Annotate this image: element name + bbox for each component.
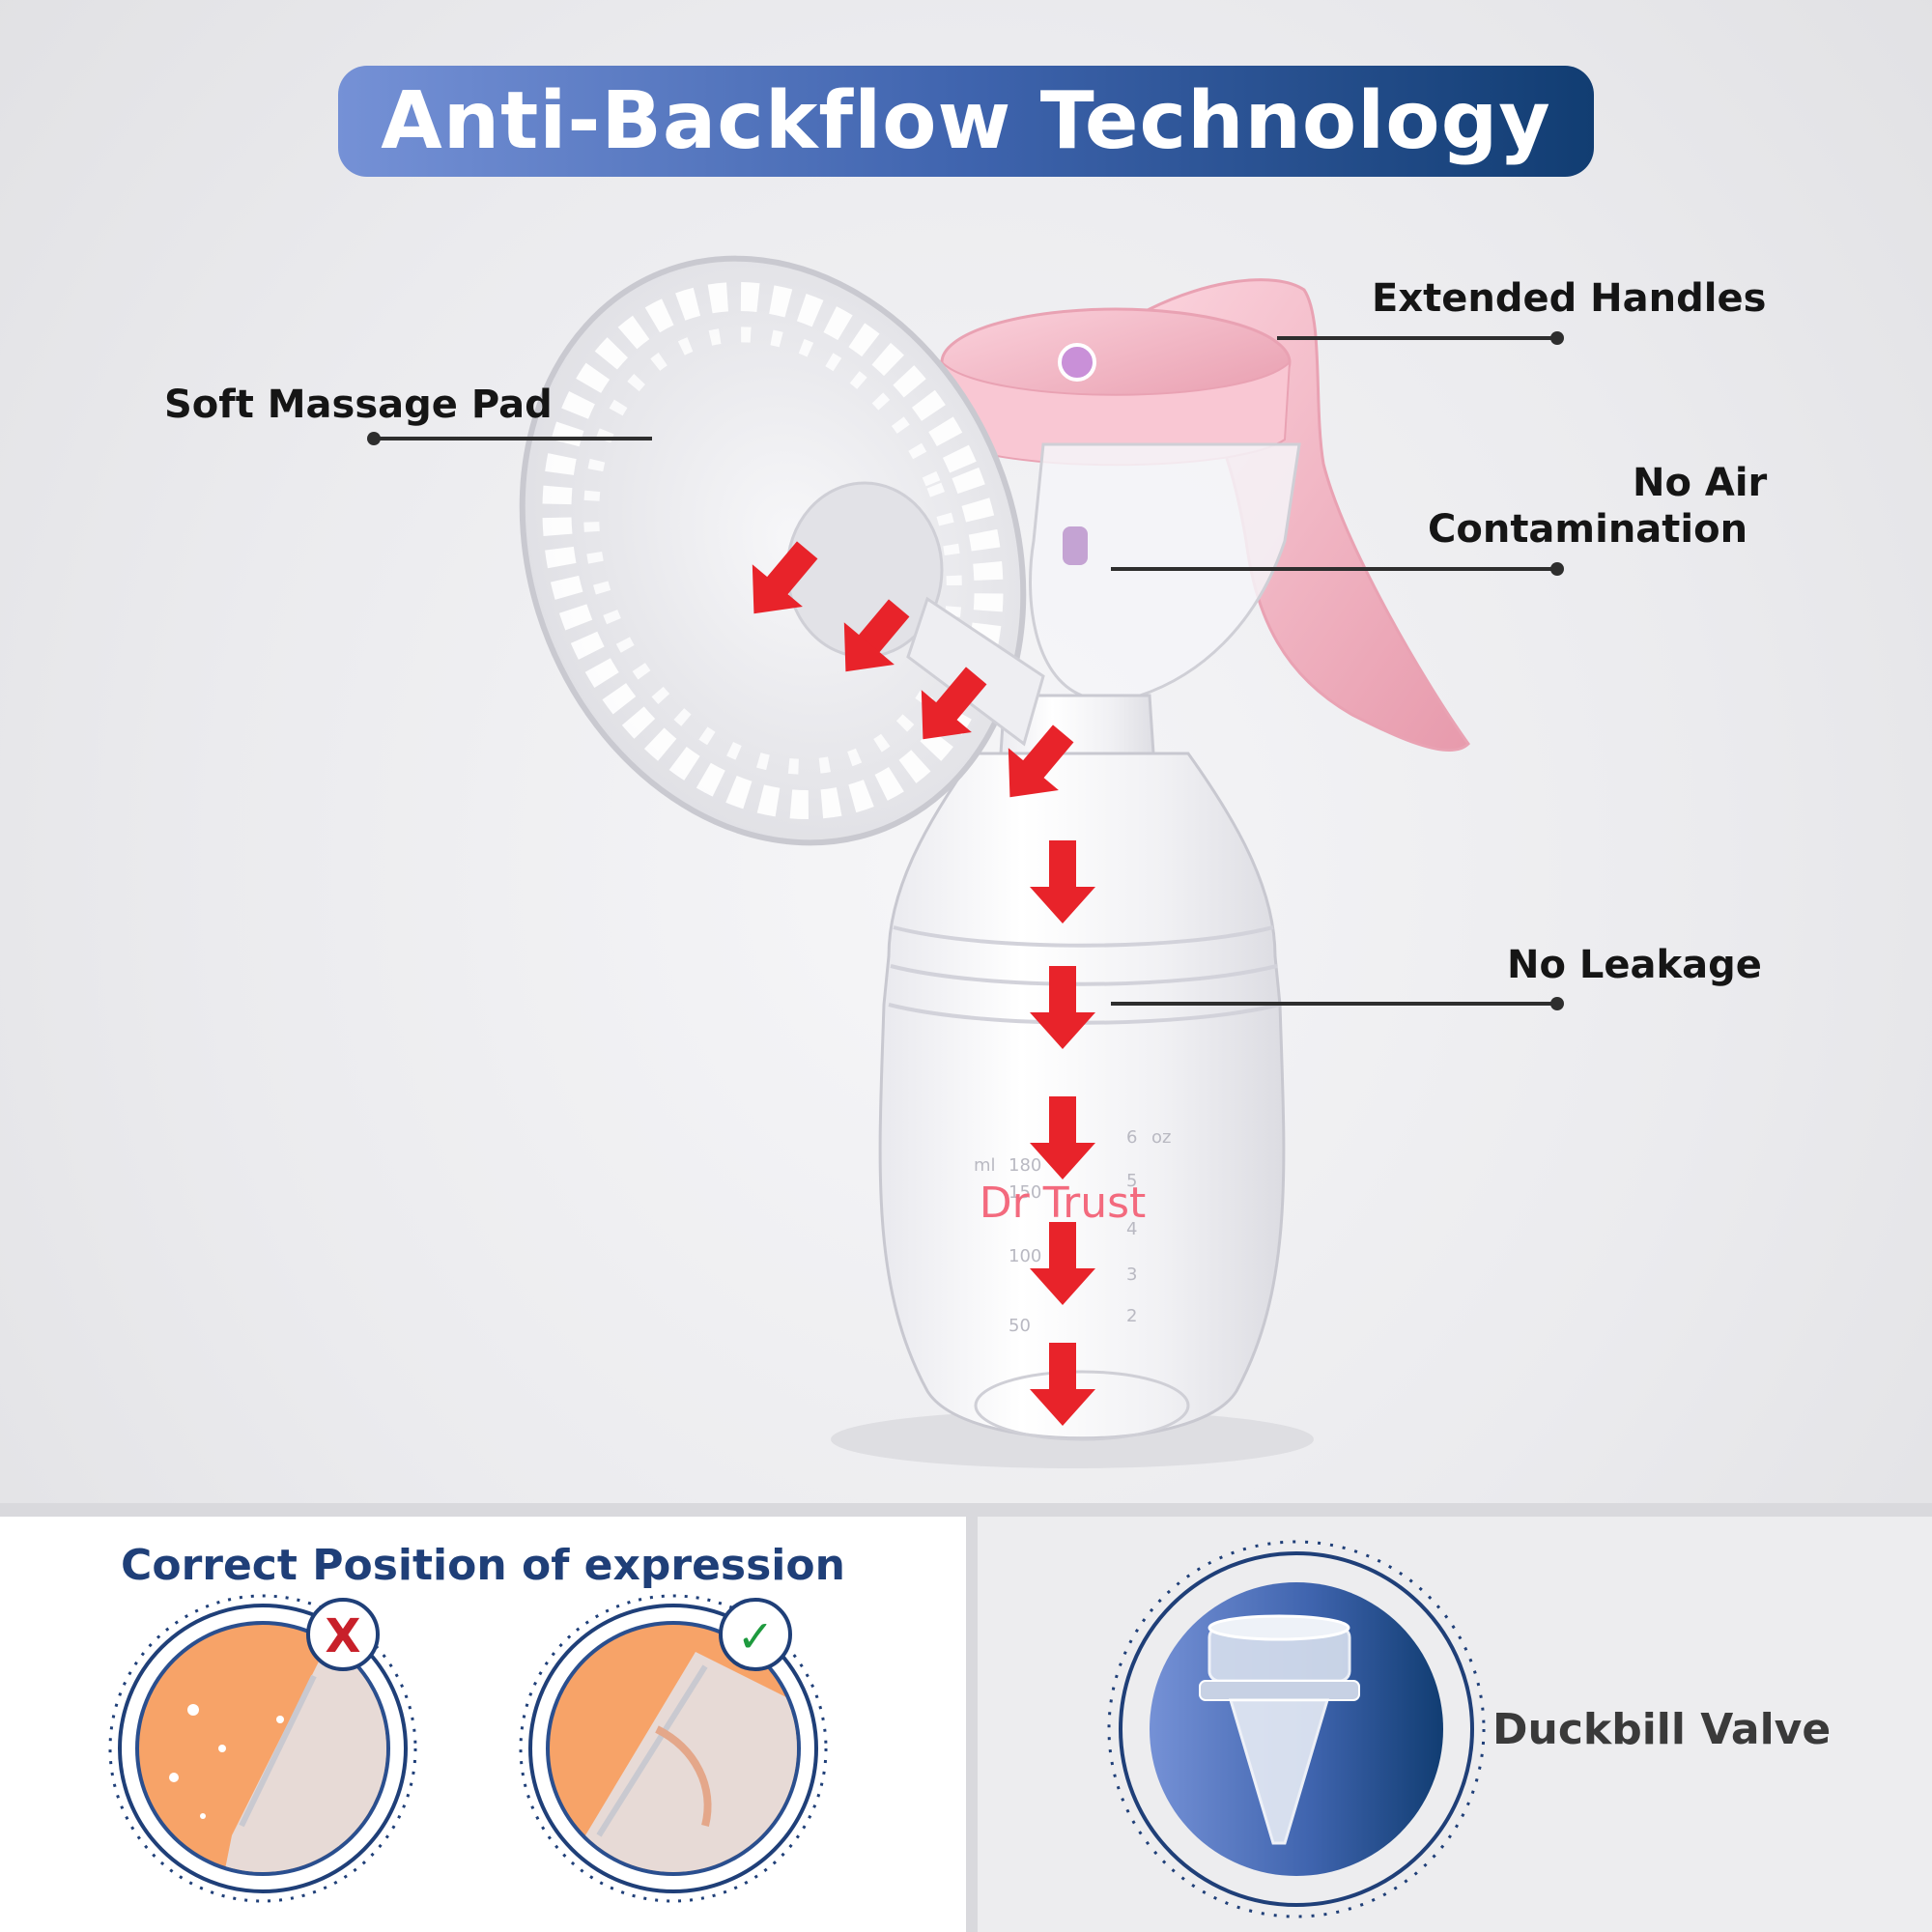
bottle-body — [878, 752, 1286, 1440]
valve-caption: Duckbill Valve — [1492, 1705, 1832, 1754]
callout-dot-no-air — [1550, 562, 1564, 576]
flow-arrow-9 — [1030, 1343, 1095, 1426]
callout-extended-handles: Extended Handles — [1372, 276, 1767, 321]
flow-arrow-2 — [843, 599, 910, 672]
flow-arrow-1 — [752, 541, 818, 614]
oz-label: oz — [1151, 1127, 1171, 1148]
callout-dot-no-leakage — [1550, 997, 1564, 1010]
flow-arrow-5 — [1030, 840, 1095, 923]
valve-illustration — [1107, 1540, 1486, 1918]
callout-dot-extended-handles — [1550, 331, 1564, 345]
ml-50: 50 — [1009, 1316, 1031, 1336]
oz-2: 2 — [1126, 1306, 1137, 1326]
right-mark-icon: ✓ — [737, 1610, 775, 1662]
callout-soft-massage-pad: Soft Massage Pad — [164, 383, 553, 427]
callout-line-extended-handles — [1277, 336, 1557, 340]
ml-180: 180 — [1009, 1155, 1041, 1176]
title-banner: Anti-Backflow Technology — [338, 66, 1594, 177]
flow-arrow-4 — [1008, 724, 1074, 798]
valve-dotted-ring — [1107, 1540, 1486, 1918]
oz-3: 3 — [1126, 1264, 1137, 1285]
position-illustrations: X ✓ — [108, 1594, 828, 1903]
callout-line-no-air — [1111, 567, 1555, 571]
duckbill-valve-icon — [1199, 1614, 1360, 1845]
callout-line-soft-massage-pad — [372, 437, 652, 440]
flow-arrows — [752, 541, 1095, 1426]
breast-pump-illustration: oz 6 5 4 3 2 ml 180 150 100 50 Dr Trust — [519, 255, 1470, 1468]
wrong-position-diagram: X — [108, 1594, 417, 1903]
ml-scale: ml 180 150 100 50 — [974, 1155, 1041, 1336]
shield-funnel — [906, 596, 1045, 747]
callout-no-leakage: No Leakage — [1507, 943, 1762, 987]
breast-shield — [519, 255, 1027, 846]
wrong-mark-icon: X — [325, 1609, 360, 1663]
callout-no-air-line2: Contamination — [1428, 507, 1748, 552]
bottle-thread-1 — [893, 925, 1274, 948]
page-title: Anti-Backflow Technology — [381, 75, 1551, 167]
bottom-separator — [0, 1503, 1932, 1517]
callout-dot-soft-massage-pad — [367, 432, 381, 445]
oz-6: 6 — [1126, 1127, 1137, 1148]
valve-panel — [978, 1517, 1932, 1932]
oz-scale: oz 6 5 4 3 2 — [1126, 1127, 1171, 1326]
ml-label: ml — [974, 1155, 996, 1176]
flow-arrow-3 — [921, 667, 987, 740]
pump-cap-side — [940, 359, 1292, 467]
ml-100: 100 — [1009, 1246, 1041, 1266]
callout-no-air-line1: No Air — [1633, 461, 1768, 505]
valve-outer-ring — [1119, 1551, 1474, 1907]
oz-5: 5 — [1126, 1171, 1137, 1191]
flow-arrow-6 — [1030, 966, 1095, 1049]
brand-logo: Dr Trust — [980, 1179, 1147, 1228]
panel-divider — [966, 1517, 978, 1932]
bottle-bottom — [974, 1370, 1190, 1441]
pump-button — [1058, 343, 1096, 382]
valve-stem — [1063, 526, 1088, 565]
bottle-thread-2 — [890, 964, 1278, 986]
ml-150: 150 — [1009, 1182, 1041, 1203]
flow-arrow-7 — [1030, 1096, 1095, 1179]
oz-4: 4 — [1126, 1219, 1137, 1239]
right-position-diagram: ✓ — [519, 1594, 828, 1903]
callout-line-no-leakage — [1111, 1002, 1555, 1006]
flow-arrow-8 — [1030, 1222, 1095, 1305]
position-heading: Correct Position of expression — [121, 1541, 845, 1590]
